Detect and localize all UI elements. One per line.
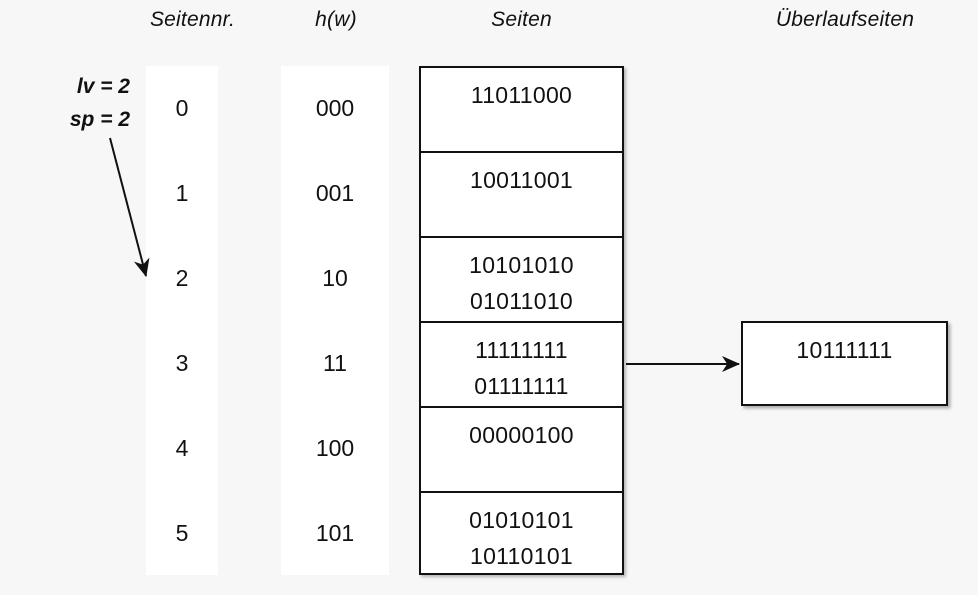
column-header-hw: h(w) [315,8,357,31]
seitennr-cell: 0 [175,95,189,121]
hw-cell: 000 [315,95,355,121]
seitennr-cell: 1 [175,180,189,206]
page-row: 10101010 01011010 [421,238,622,323]
hw-cell: 100 [315,435,355,461]
parameter-lv: lv = 2 [76,75,130,98]
pages-table: 11011000 10011001 10101010 01011010 1111… [419,66,624,575]
seitennr-cell: 2 [175,265,189,291]
column-header-seitennr: Seitennr. [149,8,236,31]
page-row: 10011001 [421,153,622,238]
overflow-page-entry: 10111111 [796,337,893,363]
split-pointer-arrow [109,137,150,277]
hw-cell: 101 [315,520,355,546]
seitennr-cell: 5 [175,520,189,546]
hw-column-panel: 000 001 10 11 100 101 [281,66,389,575]
hash-parameters: lv = 2 sp = 2 [10,70,130,136]
page-row: 11111111 01111111 [421,323,622,408]
hw-cell: 11 [323,350,347,376]
page-row: 00000100 [421,408,622,493]
page-row: 01010101 10110101 [421,493,622,578]
hw-cell: 10 [322,265,348,291]
page-entry: 10011001 [469,167,574,193]
page-entry: 01011010 [469,288,574,314]
page-entry: 10101010 [469,252,574,278]
page-entry: 11111111 [475,337,568,363]
page-row: 11011000 [421,68,622,153]
seitennr-cell: 3 [175,350,189,376]
seitennr-cell: 4 [175,435,189,461]
page-entry: 10110101 [469,543,574,569]
hw-cell: 001 [315,180,355,206]
page-entry: 01111111 [474,373,569,399]
column-header-ueberlaufseiten: Überlaufseiten [775,8,915,31]
column-header-seiten: Seiten [491,8,552,31]
page-entry: 11011000 [470,82,573,108]
parameter-sp: sp = 2 [69,108,130,131]
page-entry: 01010101 [469,507,574,533]
seitennr-column-panel: 0 1 2 3 4 5 [146,66,218,575]
page-entry: 00000100 [469,422,574,448]
overflow-page-box: 10111111 [741,321,948,406]
